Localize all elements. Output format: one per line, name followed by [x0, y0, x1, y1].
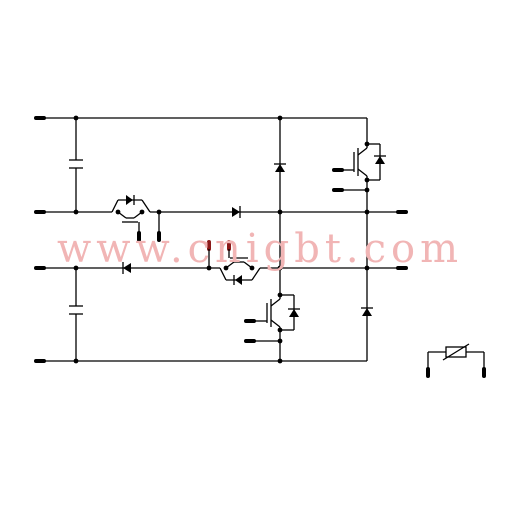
- igbt-lower-center: [254, 293, 300, 342]
- igbt-upper-right: [342, 142, 386, 191]
- diode-center-vertical: [274, 163, 286, 172]
- diode-upper-horizontal: [232, 206, 241, 218]
- terminals-red: [207, 240, 231, 251]
- capacitor-upper: [69, 159, 83, 169]
- diode-lower-horizontal: [122, 262, 131, 274]
- capacitor-lower: [69, 305, 83, 315]
- terminals: [34, 116, 486, 378]
- igbt-upper-left-bidirectional: [111, 195, 160, 233]
- junctions: [73, 115, 370, 364]
- ntc-thermistor: [427, 343, 485, 369]
- diode-right-vertical: [361, 307, 373, 316]
- watermark-text: www.cnigbt.com: [56, 226, 464, 272]
